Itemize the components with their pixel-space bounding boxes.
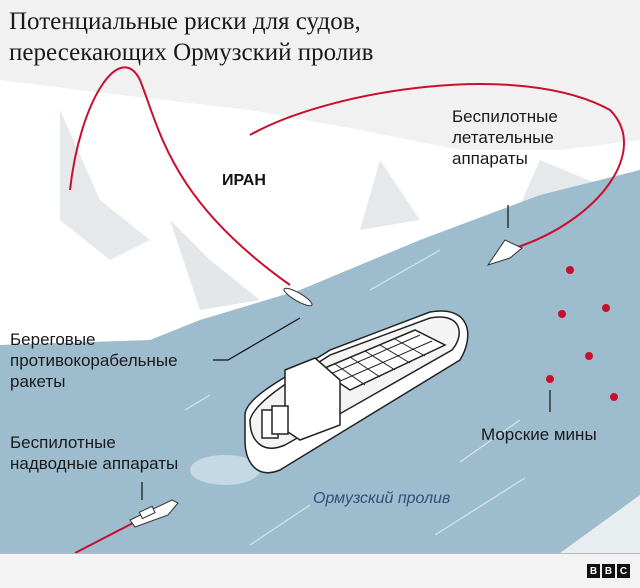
strait-label: Ормузский пролив	[313, 490, 451, 507]
sea-mines	[546, 266, 618, 401]
air-drone-icon	[486, 239, 523, 266]
cargo-ship-icon	[244, 310, 469, 474]
oman-land	[560, 495, 640, 553]
sea-drone-icon	[129, 499, 179, 528]
mountain-shading	[360, 160, 420, 230]
mountain-shading	[60, 110, 150, 260]
air-drone-trajectory	[249, 83, 625, 249]
mine-icon	[566, 266, 574, 274]
leader-lines	[141, 205, 551, 500]
iran-label: ИРАН	[222, 172, 266, 189]
mine-icon	[546, 375, 554, 383]
sea-drone-trajectory	[74, 521, 136, 554]
wave-lines	[184, 249, 526, 546]
mountain-shading	[170, 220, 260, 310]
mine-icon	[602, 304, 610, 312]
mine-icon	[610, 393, 618, 401]
iran-land	[0, 80, 640, 345]
mine-icon	[585, 352, 593, 360]
mine-icon	[558, 310, 566, 318]
mines-label: Морские мины	[481, 425, 597, 444]
missile-trajectory	[69, 66, 291, 286]
page-title: Потенциальные риски для судов,пересекающ…	[9, 8, 374, 66]
mountain-shading	[520, 160, 600, 205]
missile-icon	[283, 287, 313, 307]
ship-wake	[190, 455, 260, 485]
